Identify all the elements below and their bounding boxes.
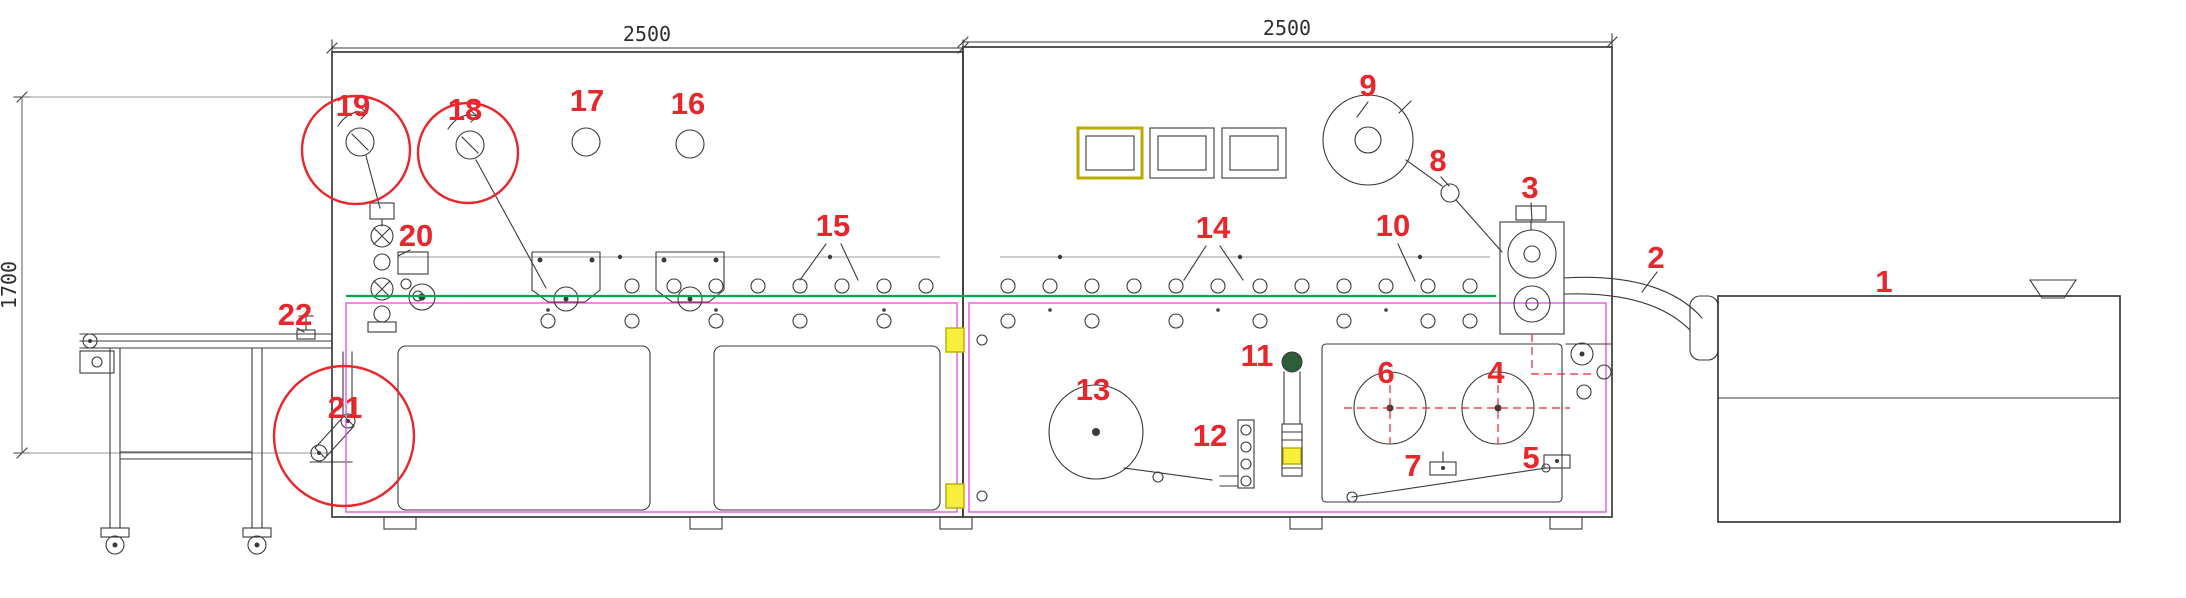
leader-lines — [296, 101, 1658, 333]
sensor-block — [945, 327, 965, 353]
winder-panel — [1321, 343, 1563, 503]
part-label-2: 2 — [1647, 240, 1664, 275]
roller-row-lower-right — [1000, 313, 1478, 329]
control-windows — [1076, 126, 1287, 180]
dim-right-width: 2500 — [957, 16, 1618, 51]
part-label-15: 15 — [816, 208, 850, 243]
outfeed — [1563, 276, 2121, 523]
part-label-12: 12 — [1193, 418, 1227, 453]
edge-guide-22 — [296, 315, 316, 340]
dim-right-text: 2500 — [1263, 16, 1311, 40]
dim-height: 1700 — [0, 91, 31, 459]
hold-down-plate-a — [531, 251, 601, 312]
dim-left-text: 2500 — [623, 22, 671, 46]
chute-2 — [1563, 276, 1703, 319]
part-label-1: 1 — [1875, 264, 1892, 299]
guide-roller-8 — [1405, 159, 1503, 253]
dim-left-width: 2500 — [326, 22, 969, 57]
roller-row-lower-left — [540, 313, 892, 329]
highlight-circle-18 — [416, 101, 520, 205]
dimensions: 2500 2500 1700 — [0, 16, 1618, 459]
part-label-5: 5 — [1522, 440, 1539, 475]
part-label-11: 11 — [1241, 338, 1274, 373]
part-label-4: 4 — [1487, 355, 1505, 390]
part-label-6: 6 — [1377, 355, 1394, 390]
part-label-21: 21 — [328, 390, 362, 425]
rotation-arrow — [337, 106, 478, 130]
part-label-9: 9 — [1359, 68, 1376, 103]
lever-mechanism-21 — [309, 351, 356, 463]
idler-roller-16 — [675, 129, 705, 159]
cabinet-end-cap — [1689, 295, 1719, 361]
roller-row-upper-left — [624, 278, 934, 294]
machine-body-right — [945, 46, 1613, 518]
conveyor-motor — [79, 350, 115, 374]
caster-wheel — [100, 527, 272, 555]
part-label-18: 18 — [448, 92, 482, 127]
idler-roller-18 — [455, 130, 485, 160]
hopper-funnel — [2028, 279, 2078, 299]
part-label-14: 14 — [1196, 210, 1231, 245]
cabinet-door — [713, 345, 941, 511]
tension-block-5 — [1543, 454, 1571, 469]
annotations — [272, 94, 1658, 508]
part-label-13: 13 — [1076, 372, 1110, 407]
reel-9 — [1322, 94, 1414, 186]
nip-assembly-3 — [1499, 205, 1596, 375]
sensor-block — [945, 483, 965, 509]
highlight-circle-21 — [272, 364, 416, 508]
highlight-circle-19 — [300, 94, 412, 206]
part-label-3: 3 — [1521, 170, 1538, 205]
hold-down-plate-b — [655, 251, 725, 312]
machine-body-left — [331, 51, 964, 518]
disc-13 — [1048, 384, 1213, 483]
edge-pulleys — [1565, 342, 1613, 400]
idler-roller-17 — [571, 127, 601, 157]
conveyor-end-roller — [82, 333, 98, 349]
cabinet-door — [397, 345, 651, 511]
idler-roller-19 — [345, 127, 375, 157]
part-label-17: 17 — [570, 83, 604, 118]
machine-feet — [383, 516, 1583, 530]
bracket-stack-12 — [1219, 419, 1255, 489]
part-label-8: 8 — [1429, 143, 1446, 178]
part-label-10: 10 — [1376, 208, 1410, 243]
part-label-7: 7 — [1404, 448, 1421, 483]
part-label-16: 16 — [671, 86, 705, 121]
part-label-19: 19 — [336, 88, 370, 123]
infeed-conveyor — [21, 96, 356, 555]
roller-row-upper-right — [1000, 278, 1478, 294]
tension-block-7 — [1429, 451, 1457, 476]
pulley-11 — [1281, 351, 1303, 477]
part-label-20: 20 — [399, 218, 433, 253]
dim-height-text: 1700 — [0, 261, 21, 309]
outfeed-cabinet-1 — [1717, 295, 2121, 523]
part-label-22: 22 — [278, 297, 312, 332]
